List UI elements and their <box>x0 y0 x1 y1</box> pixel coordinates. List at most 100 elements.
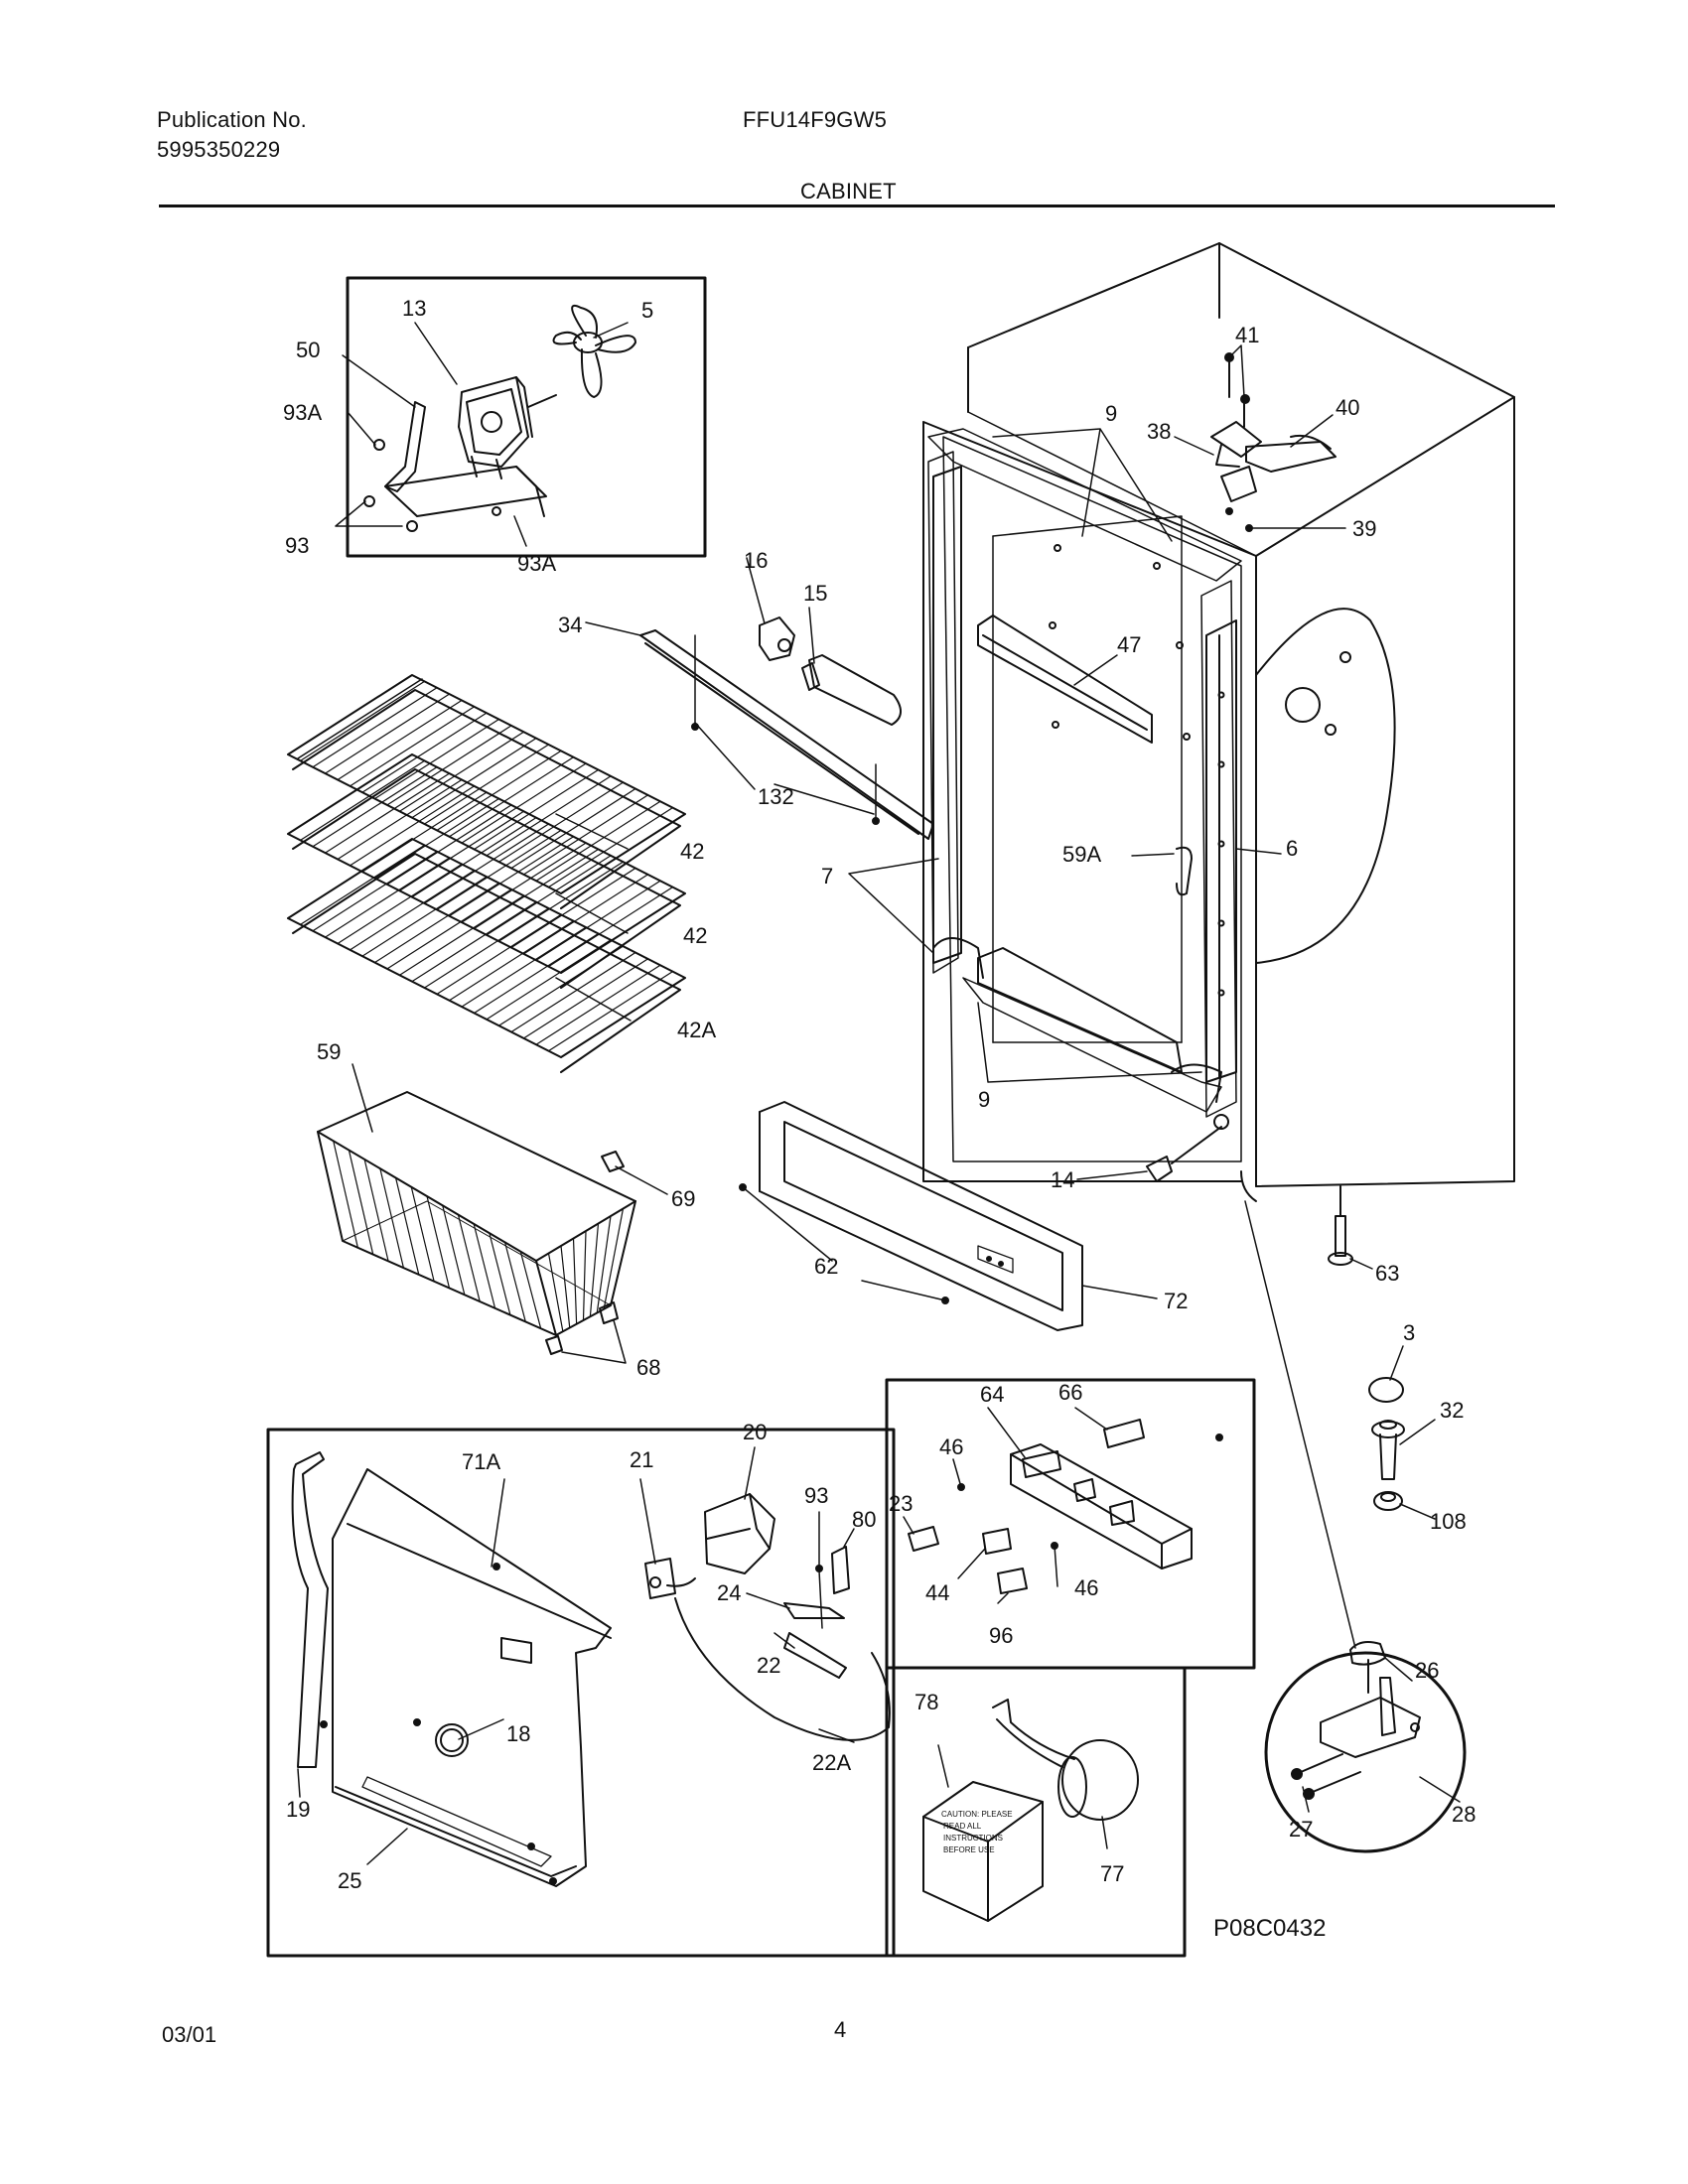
shelf-wire <box>461 926 587 1008</box>
basket-wire <box>560 1245 571 1329</box>
fan-motor <box>458 376 557 479</box>
shelf-wire <box>547 971 674 1052</box>
callout-7: 7 <box>821 864 833 888</box>
basket-wire <box>426 1195 451 1290</box>
shelf-wire <box>461 842 587 923</box>
callout-93: 93 <box>285 533 309 558</box>
nut-108 <box>1373 1491 1403 1511</box>
callout-59: 59 <box>317 1039 341 1064</box>
switch-96 <box>997 1568 1028 1594</box>
diagram-code: P08C0432 <box>1213 1915 1326 1942</box>
bracket-24-22 <box>783 1565 847 1679</box>
light-shield-34 <box>639 629 934 840</box>
door-gasket-frame <box>927 428 1242 1118</box>
callout-72: 72 <box>1164 1289 1188 1313</box>
callout-69: 69 <box>671 1186 695 1211</box>
shelf-wire <box>287 838 413 919</box>
basket-wire <box>473 1223 496 1309</box>
callout-24: 24 <box>717 1580 741 1605</box>
callout-108: 108 <box>1430 1509 1467 1534</box>
callout-34: 34 <box>558 613 582 637</box>
basket-wire <box>394 1176 420 1276</box>
shelf-wire <box>497 861 625 942</box>
shelf-wire <box>324 772 451 854</box>
control-panel-inset-box <box>266 1428 896 1958</box>
callout-42a: 42A <box>677 1018 716 1042</box>
callout-68: 68 <box>636 1355 660 1380</box>
callout-50: 50 <box>296 338 320 362</box>
basket-wire <box>582 1230 587 1321</box>
callout-93a-lower: 93A <box>517 551 556 576</box>
callout-22: 22 <box>757 1653 780 1678</box>
shelf-wire <box>522 794 649 876</box>
shelf-wire <box>473 932 600 1015</box>
header-rule <box>159 205 1555 207</box>
basket-wire <box>489 1232 511 1316</box>
shelf-wire <box>349 785 476 867</box>
leader-lines <box>297 322 1461 1865</box>
callout-14: 14 <box>1051 1167 1074 1192</box>
basket-wire <box>410 1186 435 1283</box>
basket-wire <box>503 1241 526 1323</box>
callout-16: 16 <box>744 548 768 573</box>
carton-78 <box>922 1781 1044 1922</box>
shelf-wire <box>337 778 463 861</box>
shelf-wire <box>299 759 426 841</box>
shelf-wire <box>373 797 500 880</box>
thermostat-knob-20 <box>704 1493 775 1574</box>
shelf-wire <box>361 876 488 957</box>
callout-64: 64 <box>980 1382 1004 1407</box>
shelf-wire <box>361 791 488 873</box>
publication-number: 5995350229 <box>157 137 281 162</box>
carton-text-line: BEFORE USE <box>943 1845 995 1854</box>
callout-18: 18 <box>506 1721 530 1746</box>
basket-wire <box>333 1140 358 1249</box>
shelf-wire <box>448 920 575 1002</box>
shelf-wire <box>287 753 413 835</box>
callout-46: 46 <box>939 1434 963 1459</box>
shelf-wire <box>386 804 512 886</box>
shelf-wire <box>373 882 500 964</box>
thermostat-21 <box>644 1558 696 1599</box>
basket-wire <box>547 1252 564 1332</box>
roller-glide-32 <box>1371 1420 1405 1480</box>
shelf-wire <box>522 958 649 1039</box>
bottom-hinge-assembly <box>1291 1641 1421 1800</box>
shelf-wire <box>349 870 476 951</box>
shelf-wire <box>411 817 537 898</box>
kick-plate <box>759 1101 1083 1331</box>
shelf-wire <box>349 706 476 787</box>
callout-93-lower: 93 <box>804 1483 828 1508</box>
shelf-wire <box>547 887 674 968</box>
fan-blade <box>552 305 636 398</box>
callout-96: 96 <box>989 1623 1013 1648</box>
publication-label: Publication No. <box>157 107 307 132</box>
shelf-wire <box>486 775 612 857</box>
basket-wire <box>379 1167 405 1269</box>
bottom-trim <box>977 947 1183 1073</box>
callout-9-bottom: 9 <box>978 1087 990 1112</box>
callout-62: 62 <box>814 1254 838 1279</box>
shelf-wire <box>436 913 562 995</box>
shelf-wire <box>361 712 488 793</box>
carton-text-line: CAUTION: PLEASE <box>941 1810 1013 1819</box>
basket-wire <box>348 1149 374 1256</box>
capillary-tube <box>674 1597 891 1741</box>
shelf-wire <box>398 894 525 976</box>
shelf-wire <box>461 762 587 844</box>
shelf-wire <box>312 851 438 932</box>
wire-basket <box>317 1091 636 1336</box>
carton-label: CAUTION: PLEASE READ ALL INSTRUCTIONS BE… <box>941 1810 1013 1854</box>
callout-44: 44 <box>925 1580 949 1605</box>
shelf-wire <box>411 738 537 819</box>
switch-44 <box>982 1528 1012 1555</box>
rear-evaporator-disc <box>1255 608 1396 964</box>
leveling-leg <box>1328 1185 1353 1266</box>
freezer-cabinet <box>922 242 1515 1202</box>
callout-5: 5 <box>641 298 653 323</box>
shelf-wire <box>510 787 636 870</box>
shelf-wire <box>373 718 500 800</box>
shelf-wire <box>560 892 686 974</box>
shelf-wire <box>497 945 625 1026</box>
